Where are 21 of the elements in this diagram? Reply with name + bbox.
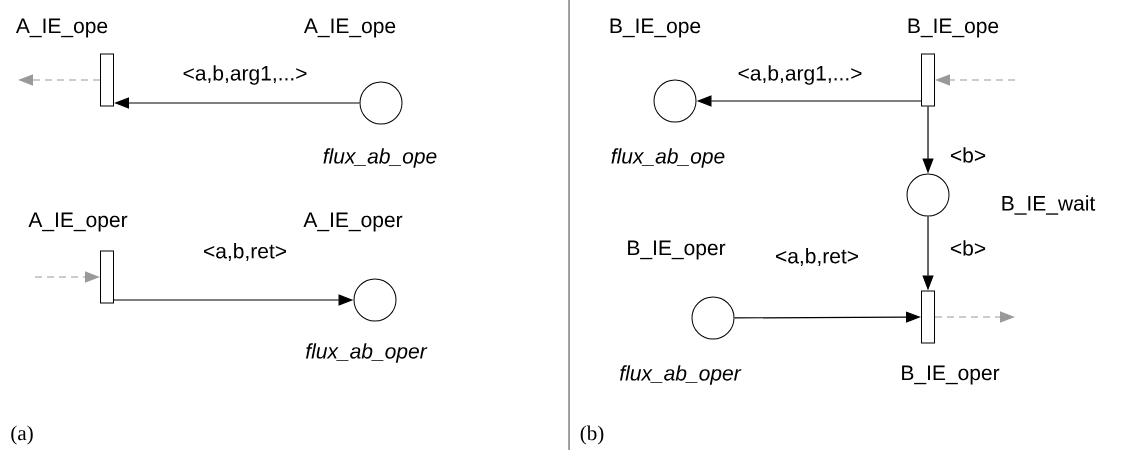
node-label: A_IE_oper [303,212,403,232]
node-label: B_IE_wait [1002,195,1096,215]
place-caption: flux_ab_oper [306,343,428,363]
edge-label: <a,b,ret> [204,243,286,261]
edge-label: <a,b,arg1,...> [738,65,862,85]
panel-label: (a) [11,425,33,445]
node-label: B_IE_ope [610,18,701,38]
place-caption: flux_ab_oper [620,365,742,385]
node-label: B_IE_oper [902,365,1000,385]
edge-label: <a,b,ret> [776,248,858,266]
node-label: A_IE_ope [303,18,396,38]
node-label: A_IE_oper [28,212,128,232]
node-label: B_IE_oper [628,240,726,260]
panel-label: (b) [580,425,604,445]
edge-label: <b> [950,147,986,163]
edge-label: <b> [950,240,986,256]
node-label: B_IE_ope [908,18,999,38]
place-caption: flux_ab_ope [323,148,437,168]
node-label: A_IE_ope [15,18,108,38]
place-caption: flux_ab_ope [611,148,725,168]
edge-label: <a,b,arg1,...> [183,65,307,85]
